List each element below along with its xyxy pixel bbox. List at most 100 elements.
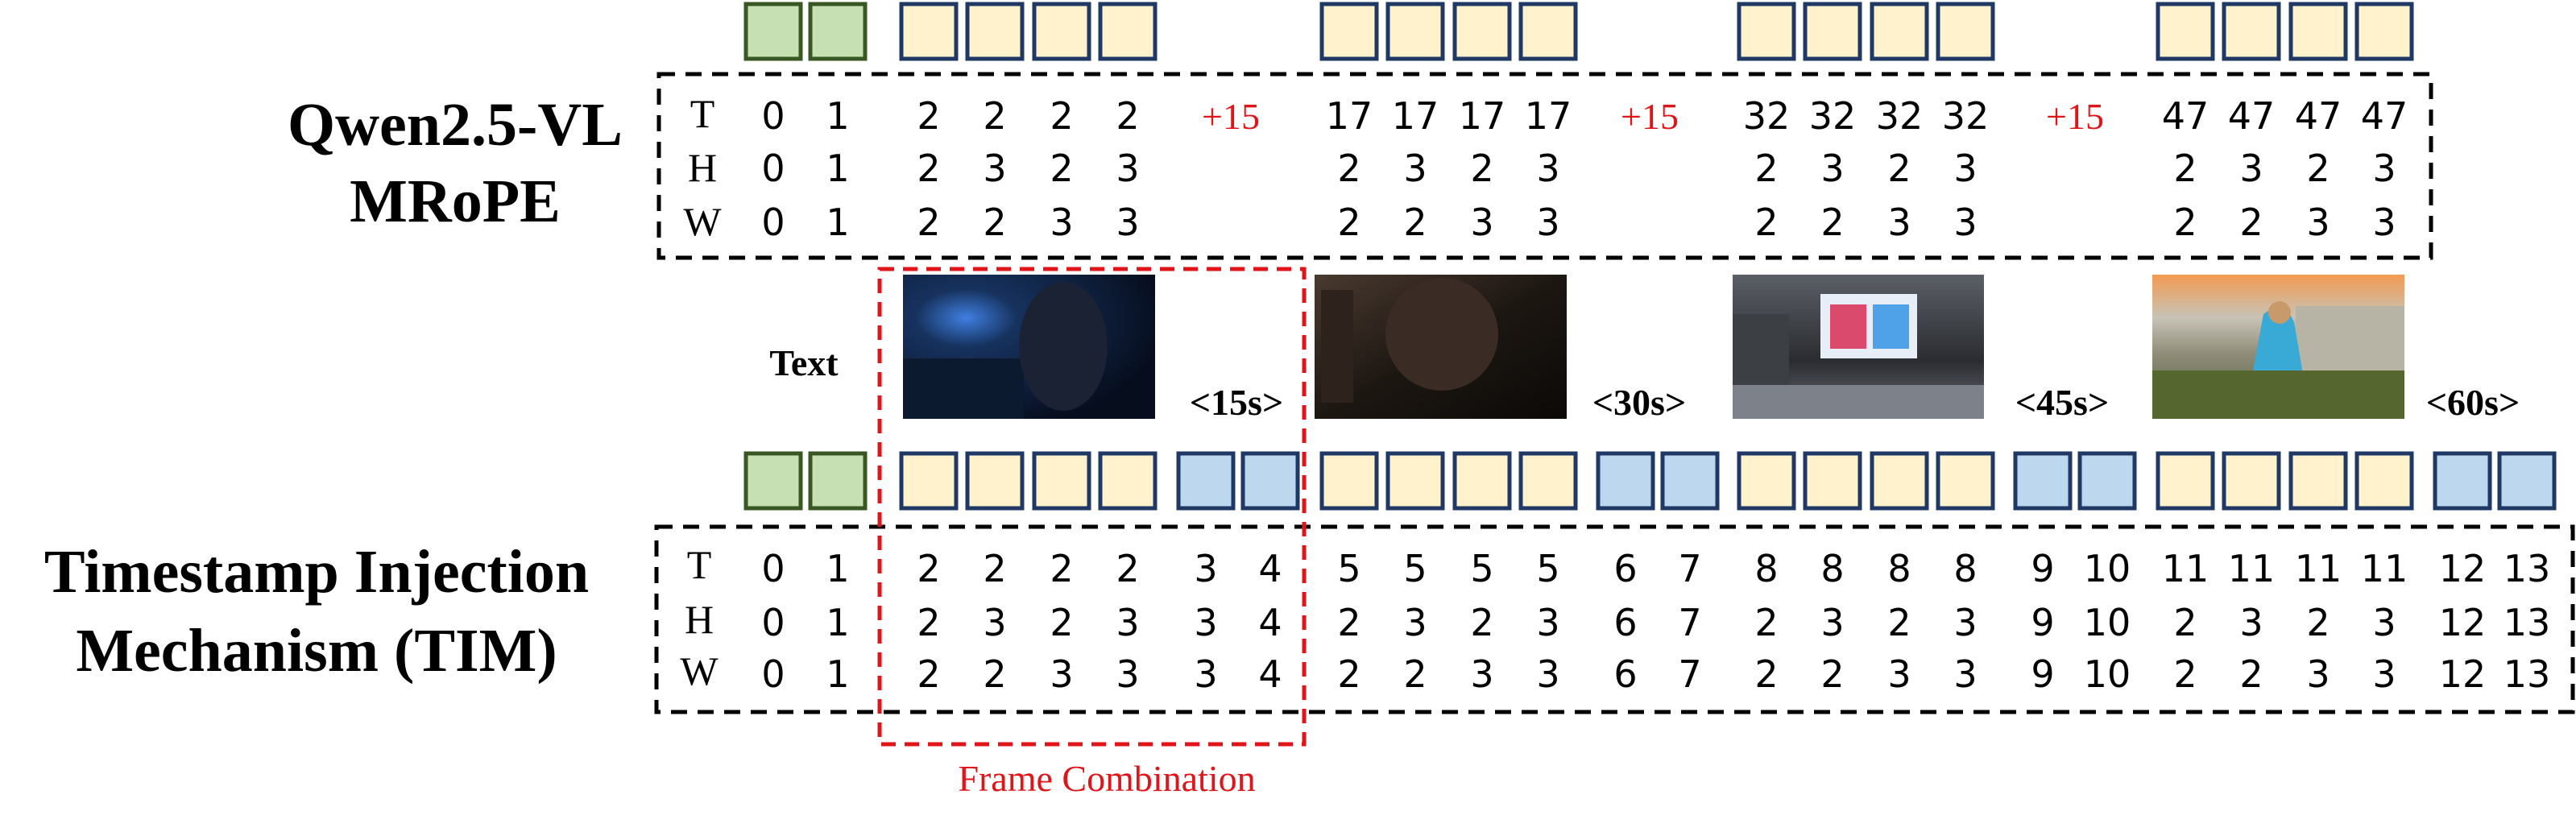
tim-position-id-t: 3 <box>1194 547 1217 590</box>
tim-position-id-h: 2 <box>1470 601 1493 644</box>
tim-timestamp-token <box>2013 451 2073 511</box>
qwen-increment-1: +15 <box>1202 96 1260 137</box>
qwen-position-id-w: 2 <box>1820 201 1844 244</box>
tim-axis-h: H <box>685 597 714 642</box>
tim-position-id-t: 13 <box>2504 547 2551 590</box>
tim-position-id-w: 0 <box>761 652 785 696</box>
qwen-position-id-box <box>656 72 2433 260</box>
tim-position-id-h: 2 <box>2173 601 2197 644</box>
timestamp-label-2: <30s> <box>1592 382 1686 423</box>
qwen-position-id-w: 3 <box>2372 201 2396 244</box>
tim-position-id-w: 3 <box>1953 652 1977 696</box>
qwen-position-id-h: 2 <box>1754 147 1778 190</box>
tim-position-id-h: 3 <box>1536 601 1559 644</box>
qwen-position-id-t: 2 <box>917 94 940 138</box>
qwen-position-id-h: 2 <box>917 147 940 190</box>
qwen-position-id-h: 2 <box>1470 147 1493 190</box>
qwen-video-token <box>1385 2 1445 61</box>
qwen-position-id-w: 0 <box>761 201 785 244</box>
tim-timestamp-token <box>1240 451 1300 511</box>
tim-position-id-t: 0 <box>761 547 785 590</box>
tim-timestamp-token <box>2497 451 2557 511</box>
tim-position-id-h: 3 <box>1194 601 1217 644</box>
video-frame-2 <box>1315 275 1567 419</box>
tim-position-id-w: 10 <box>2084 652 2131 696</box>
tim-position-id-t: 5 <box>1470 547 1493 590</box>
tim-video-token <box>1452 451 1512 511</box>
tim-position-id-t: 4 <box>1258 547 1282 590</box>
frame-combination-label: Frame Combination <box>958 758 1255 799</box>
tim-position-id-w: 3 <box>1470 652 1493 696</box>
tim-position-id-h: 7 <box>1678 601 1701 644</box>
qwen-position-id-w: 2 <box>1403 201 1427 244</box>
tim-position-id-t: 10 <box>2084 547 2131 590</box>
tim-position-id-w: 4 <box>1258 652 1282 696</box>
tim-video-token <box>1385 451 1445 511</box>
qwen-position-ids: 0001112222322232331722173217231733322232… <box>761 94 2408 244</box>
qwen-position-id-w: 2 <box>983 201 1006 244</box>
tim-position-id-w: 3 <box>1116 652 1139 696</box>
tim-timestamp-token <box>1176 451 1236 511</box>
tim-position-ids: 0001112222322232333334445225325235336667… <box>761 547 2550 696</box>
qwen-axis-w: W <box>683 199 722 244</box>
tim-position-id-w: 7 <box>1678 652 1701 696</box>
tim-position-id-h: 13 <box>2504 601 2551 644</box>
qwen-position-id-h: 3 <box>1403 147 1427 190</box>
tim-position-id-w: 1 <box>826 652 849 696</box>
tim-video-token <box>2222 451 2281 511</box>
tim-position-id-w: 3 <box>1887 652 1911 696</box>
tim-timestamp-token <box>2433 451 2492 511</box>
qwen-position-id-t: 17 <box>1459 94 1506 138</box>
tim-video-token <box>1032 451 1091 511</box>
tim-position-id-t: 1 <box>826 547 849 590</box>
tim-position-id-t: 7 <box>1678 547 1701 590</box>
qwen-position-id-t: 47 <box>2295 94 2342 138</box>
tim-title-line-2: Mechanism (TIM) <box>76 617 557 685</box>
qwen-position-id-h: 3 <box>2239 147 2263 190</box>
tim-position-id-h: 2 <box>1050 601 1073 644</box>
qwen-video-token <box>1518 2 1578 61</box>
qwen-video-token <box>2222 2 2281 61</box>
qwen-increment-3: +15 <box>2046 96 2104 137</box>
qwen-position-id-h: 0 <box>761 147 785 190</box>
timestamp-label-4: <60s> <box>2426 382 2520 423</box>
tim-token-row <box>743 451 2557 511</box>
tim-position-id-t: 2 <box>1050 547 1073 590</box>
tim-position-id-t: 11 <box>2295 547 2342 590</box>
tim-position-id-t: 2 <box>917 547 940 590</box>
video-frame-4 <box>2152 275 2404 419</box>
tim-position-id-t: 2 <box>983 547 1006 590</box>
qwen-video-token <box>1319 2 1379 61</box>
video-frame-3 <box>1733 275 1984 419</box>
qwen-position-id-w: 3 <box>1953 201 1977 244</box>
tim-video-token <box>1936 451 1995 511</box>
text-label: Text <box>769 342 839 383</box>
qwen-position-id-h: 2 <box>1050 147 1073 190</box>
tim-video-token <box>965 451 1025 511</box>
qwen-text-token <box>808 2 868 61</box>
qwen-position-id-t: 32 <box>1942 94 1990 138</box>
qwen-position-id-h: 3 <box>1953 147 1977 190</box>
qwen-axis-t: T <box>690 91 715 136</box>
qwen-position-id-t: 32 <box>1743 94 1791 138</box>
qwen-position-id-t: 47 <box>2162 94 2209 138</box>
qwen-position-id-t: 32 <box>1876 94 1924 138</box>
tim-position-id-t: 6 <box>1613 547 1637 590</box>
qwen-position-id-w: 3 <box>1887 201 1911 244</box>
qwen-video-token <box>1737 2 1796 61</box>
qwen-text-token <box>743 2 803 61</box>
qwen-video-token <box>1936 2 1995 61</box>
tim-position-id-t: 9 <box>2031 547 2054 590</box>
tim-position-id-w: 2 <box>917 652 940 696</box>
qwen-position-id-h: 2 <box>2306 147 2330 190</box>
tim-position-id-t: 8 <box>1887 547 1911 590</box>
tim-position-id-w: 2 <box>2239 652 2263 696</box>
tim-position-id-t: 11 <box>2162 547 2209 590</box>
qwen-position-id-h: 2 <box>2173 147 2197 190</box>
qwen-position-id-w: 3 <box>1536 201 1559 244</box>
tim-position-id-h: 0 <box>761 601 785 644</box>
qwen-video-token <box>2354 2 2414 61</box>
qwen-position-id-t: 17 <box>1392 94 1439 138</box>
tim-timestamp-token <box>1660 451 1720 511</box>
tim-position-id-w: 6 <box>1613 652 1637 696</box>
